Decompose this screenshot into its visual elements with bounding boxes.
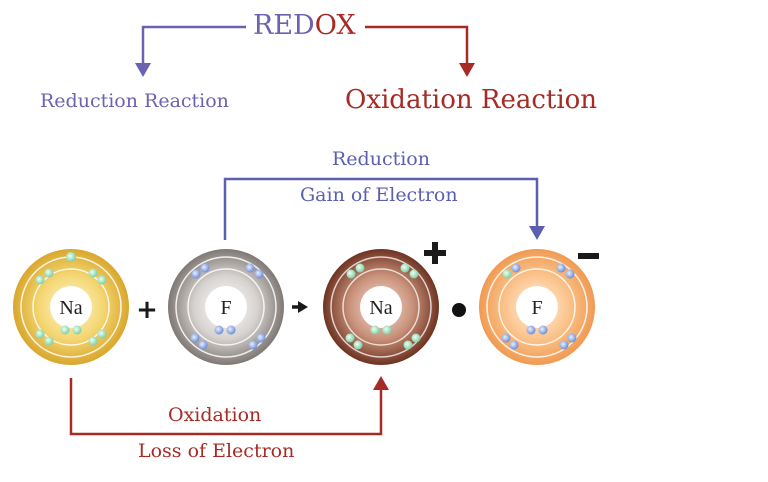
negative-charge-sign xyxy=(578,253,599,259)
oxidation-reaction-label: Oxidation Reaction xyxy=(345,85,598,115)
atom-symbol: F xyxy=(220,297,231,319)
sodium-ion xyxy=(323,249,439,365)
electron-shell xyxy=(190,263,266,350)
reduction-branch-arrow xyxy=(135,25,246,77)
atom-symbol: F xyxy=(531,297,542,319)
atom-symbol: Na xyxy=(369,297,392,319)
reduction-reaction-label: Reduction Reaction xyxy=(40,90,229,112)
redox-title-ox: OX xyxy=(314,10,356,41)
atom-symbol: Na xyxy=(59,297,82,319)
gain-of-electron-label: Gain of Electron xyxy=(300,184,458,206)
ionic-bond-dot xyxy=(452,303,466,317)
sodium-atom xyxy=(13,249,129,365)
oxidation-label: Oxidation xyxy=(168,404,262,426)
yields-arrow xyxy=(292,301,308,313)
electron-shell xyxy=(35,252,107,346)
loss-of-electron-label: Loss of Electron xyxy=(138,440,295,462)
positive-charge-sign xyxy=(424,242,446,264)
oxidation-branch-arrow xyxy=(365,25,475,77)
electron-shell xyxy=(501,263,577,350)
plus-operator: + xyxy=(136,295,158,325)
redox-title-red: RED xyxy=(253,10,315,41)
electron-shell xyxy=(345,263,421,350)
fluoride-ion xyxy=(479,249,595,365)
reduction-arrow xyxy=(223,177,545,240)
reduction-label: Reduction xyxy=(332,148,430,170)
redox-title: REDOX xyxy=(253,12,356,39)
fluorine-atom xyxy=(168,249,284,365)
oxidation-arrow xyxy=(69,376,389,436)
